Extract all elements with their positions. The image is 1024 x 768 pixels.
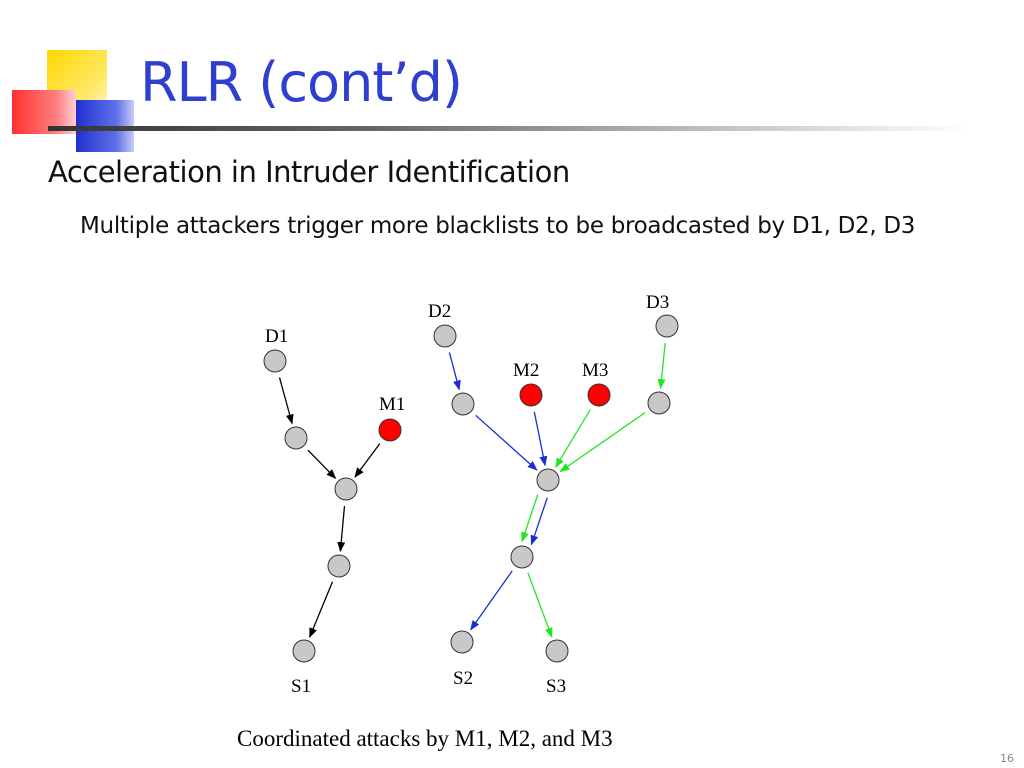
label-d2: D2 <box>428 301 451 322</box>
edges-layer <box>278 342 666 639</box>
node-m2 <box>519 383 543 407</box>
figure-caption: Coordinated attacks by M1, M2, and M3 <box>237 726 613 751</box>
labels-layer: D1 M1 S1 D2 M2 M3 D3 S2 S3 <box>265 292 669 697</box>
edge-b2-h-blue <box>475 414 538 471</box>
edge-b3-h-green <box>559 412 646 473</box>
edge-d2-b2-blue <box>448 352 461 391</box>
node-d3 <box>655 314 679 338</box>
node-s2 <box>450 630 474 654</box>
node-b3 <box>647 391 671 415</box>
page-number: 16 <box>1000 752 1014 765</box>
edge-m2-h-blue <box>533 411 548 467</box>
node-d1 <box>263 349 287 373</box>
label-s2: S2 <box>453 668 473 689</box>
edge-h-h2-green <box>521 494 539 543</box>
node-m3 <box>587 383 611 407</box>
label-d1: D1 <box>265 326 288 347</box>
label-s1: S1 <box>291 676 311 697</box>
node-d2 <box>433 324 457 348</box>
edge-a2-a3-black <box>307 449 337 480</box>
edge-d1-a2-black <box>278 377 294 425</box>
slide-title: RLR (cont’d) <box>140 51 463 114</box>
nodes-layer <box>263 314 679 663</box>
label-m2: M2 <box>513 360 539 381</box>
node-h <box>536 468 560 492</box>
label-m1: M1 <box>379 394 405 415</box>
bullet-level-1: Acceleration in Intruder Identification <box>48 155 570 189</box>
edge-h2-s2-blue <box>470 570 513 631</box>
node-b2 <box>451 392 475 416</box>
edge-m3-h-green <box>555 409 591 468</box>
bullet-level-2: Multiple attackers trigger more blacklis… <box>80 213 916 239</box>
edge-h2-s3-green <box>527 572 553 638</box>
node-s3 <box>545 639 569 663</box>
node-s1 <box>292 639 316 663</box>
node-a4 <box>327 554 351 578</box>
label-d3: D3 <box>646 292 669 313</box>
edge-d3-b3-green <box>657 342 666 390</box>
edge-a4-s1-black <box>309 581 334 639</box>
node-m1 <box>378 418 402 442</box>
label-m3: M3 <box>582 360 608 381</box>
node-a3 <box>334 477 358 501</box>
label-s3: S3 <box>546 676 566 697</box>
edge-a3-a4-black <box>337 505 346 553</box>
title-underline <box>48 126 968 131</box>
node-h2 <box>510 545 534 569</box>
edge-m1-a3-black <box>354 443 381 478</box>
node-a2 <box>284 426 308 450</box>
edge-h-h2-blue <box>530 497 548 546</box>
